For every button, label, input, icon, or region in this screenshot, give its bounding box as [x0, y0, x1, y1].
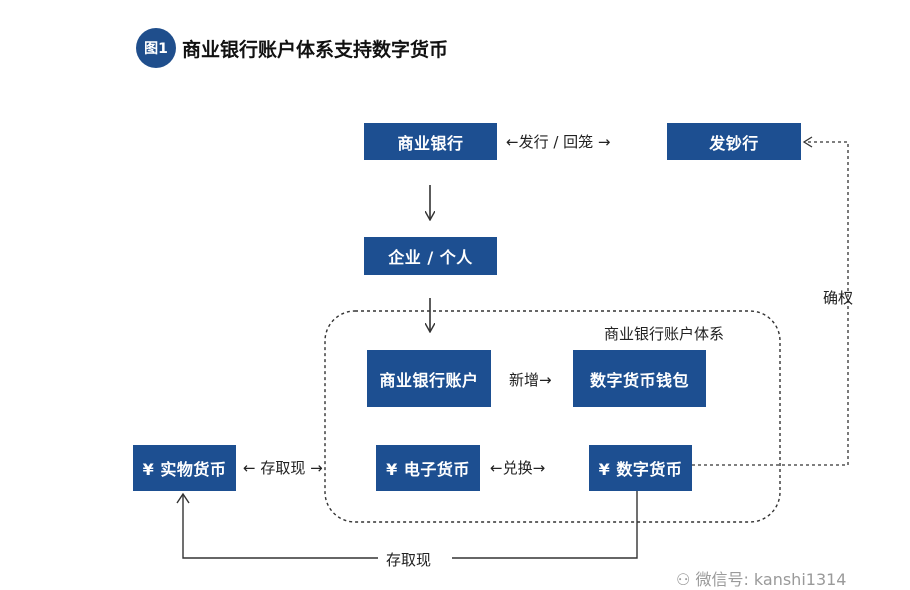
label-deposit-withdraw-2: 存取现	[384, 549, 434, 570]
node-physical-currency: ¥ 实物货币	[133, 445, 236, 491]
label-deposit-withdraw-1: ← 存取现 →	[243, 459, 323, 477]
bottom-deposit-withdraw-path	[452, 490, 638, 559]
figure-badge: 图1	[136, 28, 176, 68]
node-bank-account: 商业银行账户	[367, 350, 491, 407]
node-electronic-currency: ¥ 电子货币	[376, 445, 480, 491]
label-exchange: ←兑换→	[490, 459, 546, 477]
node-enterprise-individual: 企业 / 个人	[364, 237, 497, 275]
node-commercial-bank: 商业银行	[364, 123, 497, 160]
label-new-add: 新增→	[509, 371, 552, 389]
label-system-title: 商业银行账户体系	[604, 325, 725, 343]
title-text: 商业银行账户体系支持数字货币	[182, 38, 449, 61]
account-system-boundary	[324, 310, 781, 523]
watermark-text: 微信号: kanshi1314	[695, 570, 847, 589]
diagram-title: 图1 商业银行账户体系支持数字货币	[136, 28, 448, 68]
node-issuing-bank: 发钞行	[667, 123, 801, 160]
node-digital-currency: ¥ 数字货币	[589, 445, 692, 491]
node-digital-wallet: 数字货币钱包	[573, 350, 706, 407]
wechat-icon: ⚇	[676, 570, 691, 589]
label-confirm-rights: 确权	[823, 289, 854, 307]
watermark: ⚇ 微信号: kanshi1314	[676, 566, 847, 590]
confirm-rights-path	[692, 141, 849, 466]
label-issue-recall: ←发行 / 回笼 →	[506, 133, 611, 151]
